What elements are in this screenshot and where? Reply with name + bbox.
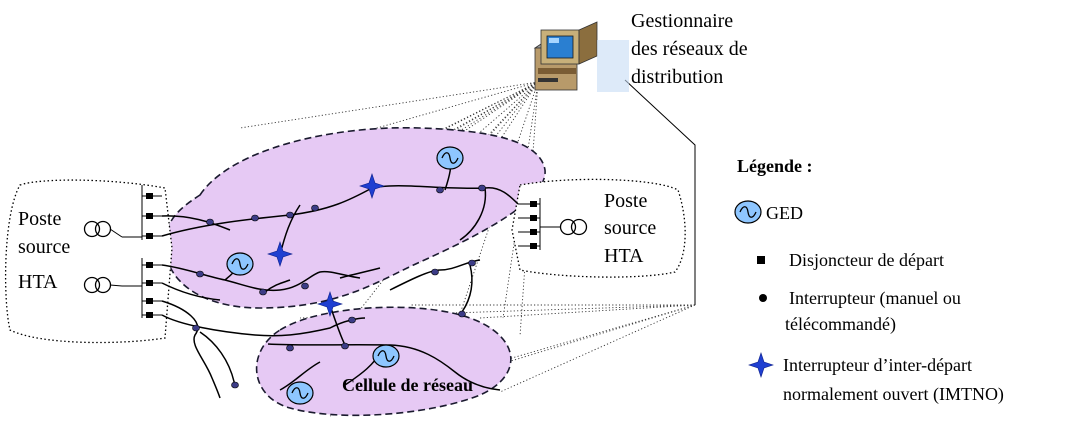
manager-title-line-2: des réseaux de [631,38,748,60]
legend-switch-icon [759,294,767,302]
left-source-label-3: HTA [18,271,58,293]
right-source-label-1: Poste [604,190,647,212]
comm-link-6 [449,81,539,159]
manager-title-line-3: distribution [631,66,723,88]
comm-link-2 [359,81,539,173]
ged-icon [226,252,254,276]
side-link-2 [479,304,696,319]
left-source-label-2: source [18,236,70,258]
manager-link [624,79,696,305]
side-link-3 [504,304,696,361]
side-link-0 [299,304,696,319]
switch-dots [192,184,486,389]
right-source-label-2: source [604,217,656,239]
legend-breaker-icon [757,256,765,264]
ged-icon [436,146,464,170]
legend-imtno-2: normalement ouvert (IMTNO) [783,384,1004,405]
legend: Légende : GED Disjoncteur de départ Inte… [734,156,1004,405]
legend-switch-1: Interrupteur (manuel ou [789,288,961,309]
comm-link-1 [299,81,539,151]
imtno-switches [267,173,385,317]
left-breakers [142,193,162,318]
left-transformer-bottom [83,276,123,294]
ged-generators [226,146,464,405]
right-source-box [511,178,686,278]
right-transformer [559,218,588,236]
computer-icon [533,21,629,92]
ged-icon [286,381,314,405]
left-transformer-top [83,220,123,238]
legend-breaker: Disjoncteur de départ [789,250,944,270]
legend-ged: GED [766,203,803,223]
comm-link-8 [279,81,539,255]
legend-title: Légende : [737,156,813,176]
left-source-label-1: Poste [18,208,61,230]
cellule-label: Cellule de réseau [342,375,473,395]
right-busbar [518,198,560,250]
right-source-label-3: HTA [604,245,644,267]
left-source-box [4,179,173,344]
legend-imtno-1: Interrupteur d’inter-départ [783,355,972,375]
legend-switch-2: télécommandé) [785,314,896,335]
legend-ged-icon [734,200,762,224]
legend-imtno-icon [748,352,774,378]
comm-link-11 [351,81,539,321]
manager-title-line-1: Gestionnaire [631,10,733,32]
left-busbars [122,185,143,318]
side-link-4 [499,304,696,393]
ged-icon [372,344,400,368]
side-link-5 [329,304,696,417]
comm-link-0 [239,81,539,129]
network-cell-upper [164,126,546,309]
